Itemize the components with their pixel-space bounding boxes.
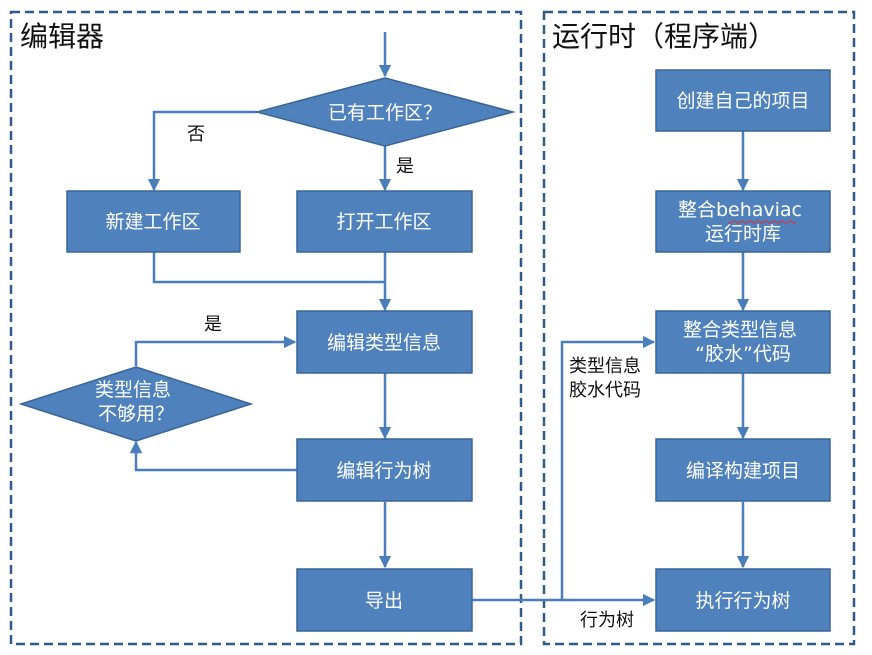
node-edit-type-info: 编辑类型信息: [296, 310, 473, 374]
edge-label-yes-open: 是: [396, 156, 414, 177]
editor-panel-frame: [9, 10, 523, 646]
runtime-panel-frame: [542, 10, 856, 646]
node-execute-behavior-tree-label: 执行行为树: [695, 590, 790, 612]
node-type-info-not-enough: 类型信息 不够用？: [18, 366, 254, 442]
node-type-info-not-enough-line-1: 类型信息: [95, 379, 171, 401]
node-integrate-runtime-label: 整合behaviac 运行时库: [678, 199, 808, 245]
node-integrate-runtime-line-2: 运行时库: [705, 223, 781, 245]
node-integrate-runtime: 整合behaviac 运行时库: [655, 190, 831, 253]
node-edit-behavior-tree: 编辑行为树: [296, 438, 473, 502]
node-new-workspace-label: 新建工作区: [105, 211, 200, 233]
edge-label-type-glue: 类型信息 胶水代码: [569, 356, 647, 401]
node-edit-type-info-label: 编辑类型信息: [327, 332, 441, 354]
node-open-workspace-label: 打开工作区: [336, 211, 431, 233]
node-integrate-type-glue-line-1: 整合类型信息: [683, 319, 797, 341]
node-type-info-not-enough-label: 类型信息 不够用？: [95, 379, 177, 425]
node-create-own-project-label: 创建自己的项目: [676, 90, 809, 112]
node-new-workspace: 新建工作区: [66, 190, 241, 253]
edge-label-type-glue-line-1: 类型信息: [569, 356, 641, 377]
edge-edit-behavior-tree-to-type-check: [129, 440, 297, 472]
node-edit-behavior-tree-label: 编辑行为树: [336, 460, 431, 482]
node-compile-build-project: 编译构建项目: [655, 438, 831, 502]
edge-label-type-glue-line-2: 胶水代码: [569, 380, 641, 401]
node-open-workspace: 打开工作区: [296, 190, 473, 253]
node-type-info-not-enough-line-2: 不够用？: [98, 403, 174, 425]
node-export-label: 导出: [365, 590, 403, 612]
edge-has-workspace-no-to-new-workspace: [147, 110, 257, 192]
spellcheck-underline: [727, 220, 797, 224]
edge-export-to-integrate-type-glue: [560, 335, 656, 600]
node-integrate-type-glue: 整合类型信息 “胶水”代码: [655, 310, 831, 374]
node-create-own-project: 创建自己的项目: [655, 69, 831, 132]
node-integrate-type-glue-line-2: “胶水”代码: [695, 343, 791, 365]
node-execute-behavior-tree: 执行行为树: [655, 568, 831, 632]
node-has-workspace: 已有工作区？: [254, 77, 516, 147]
node-integrate-type-glue-label: 整合类型信息 “胶水”代码: [683, 319, 803, 365]
edge-new-workspace-to-merge: [152, 252, 385, 284]
editor-panel-title: 编辑器: [20, 20, 104, 53]
node-integrate-runtime-line-1: 整合behaviac: [678, 199, 802, 221]
runtime-panel-title: 运行时（程序端）: [552, 20, 776, 53]
node-compile-build-project-label: 编译构建项目: [686, 460, 800, 482]
edge-label-behavior-tree: 行为树: [580, 610, 634, 631]
edge-label-no: 否: [187, 124, 205, 145]
edge-label-yes-loop: 是: [204, 314, 222, 335]
node-has-workspace-label: 已有工作区？: [328, 102, 442, 124]
node-export: 导出: [296, 568, 473, 632]
edge-type-check-yes-to-edit-type-info: [134, 335, 297, 366]
